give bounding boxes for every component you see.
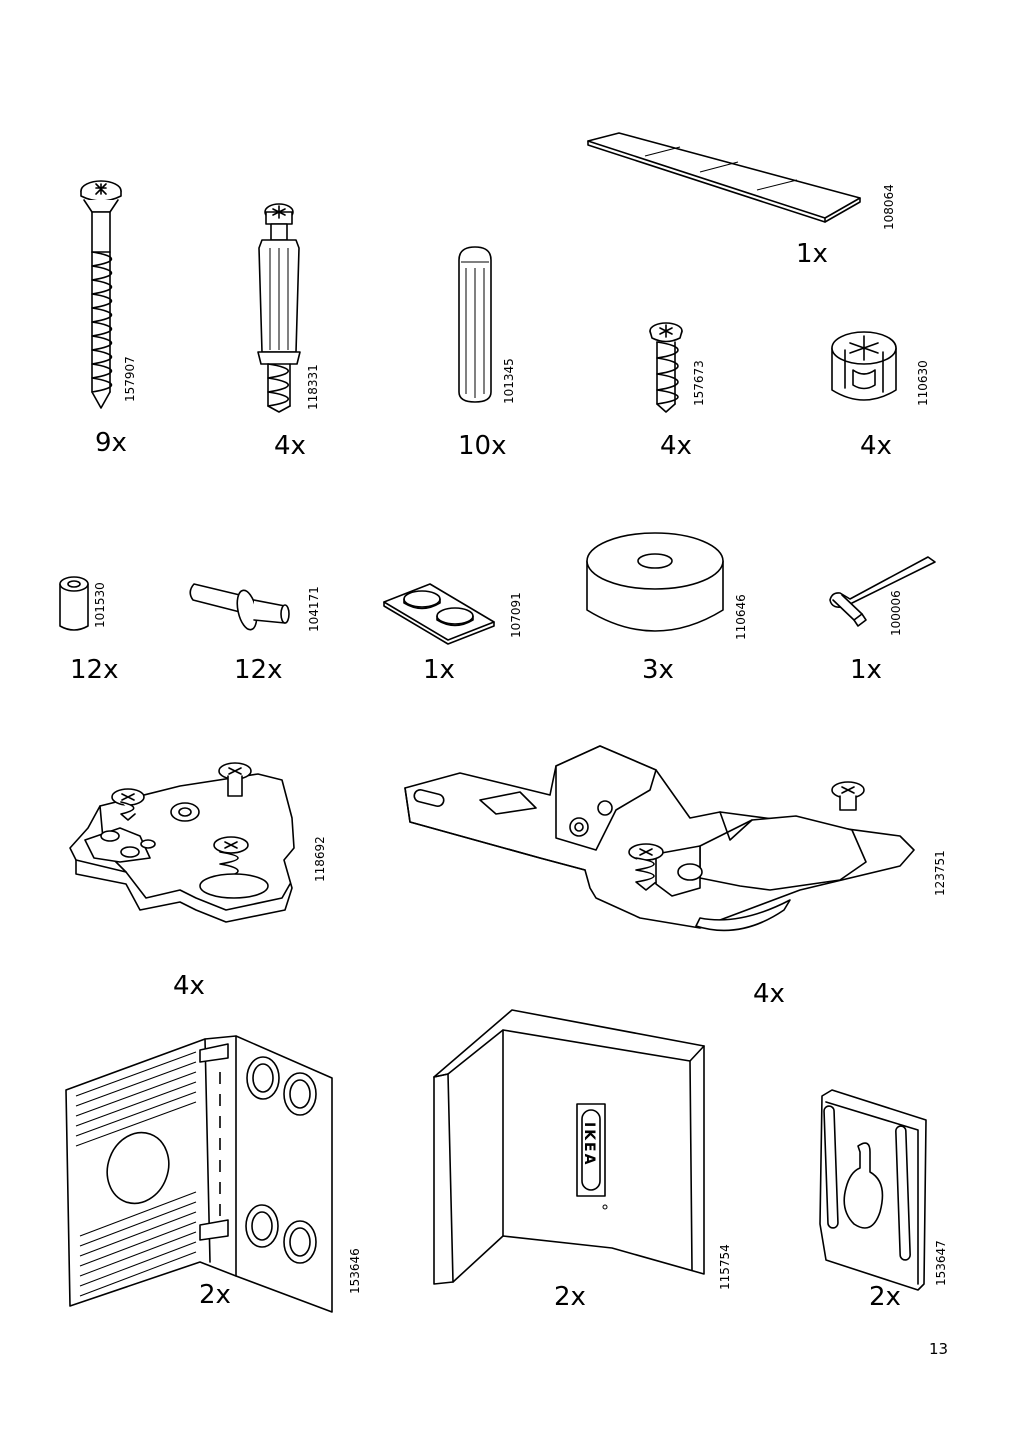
corner-bracket-part — [65, 1035, 333, 1313]
part-code-long-screw: 157907 — [123, 356, 137, 402]
part-code-wood-dowel: 101345 — [502, 358, 516, 404]
angle-bracket-part: IKEA — [433, 1009, 705, 1285]
part-qty-long-screw: 9x — [95, 428, 127, 458]
keyhole-plate-part — [819, 1089, 927, 1291]
page-number: 13 — [929, 1340, 948, 1358]
foam-ring-part — [586, 532, 724, 632]
part-qty-allen-key: 1x — [850, 655, 882, 685]
part-qty-shelf-pin: 12x — [234, 655, 282, 685]
spacer-part — [59, 576, 89, 631]
strip-part — [587, 132, 861, 223]
part-code-short-screw: 157673 — [692, 360, 706, 406]
part-qty-spacer: 12x — [70, 655, 118, 685]
part-qty-strip: 1x — [796, 239, 828, 269]
part-code-hinge: 123751 — [933, 850, 947, 896]
ikea-logo: IKEA — [581, 1122, 597, 1166]
part-qty-keyhole-plate: 2x — [869, 1282, 901, 1312]
part-qty-foam-ring: 3x — [642, 655, 674, 685]
wood-dowel-part — [458, 246, 492, 403]
allen-key-part — [829, 556, 936, 627]
part-code-cam-lock: 110630 — [916, 360, 930, 406]
part-qty-corner-bracket: 2x — [199, 1280, 231, 1310]
part-code-keyhole-plate: 153647 — [934, 1240, 948, 1286]
part-qty-wood-dowel: 10x — [458, 431, 506, 461]
bumper-pads-part — [383, 583, 495, 645]
part-qty-cam-bolt: 4x — [274, 431, 306, 461]
long-screw-part — [80, 180, 122, 409]
part-code-spacer: 101530 — [93, 582, 107, 628]
part-qty-hinge: 4x — [753, 979, 785, 1009]
part-code-angle-bracket: 115754 — [718, 1244, 732, 1290]
mounting-plate-part — [69, 762, 295, 923]
cam-lock-part — [831, 331, 897, 401]
part-code-foam-ring: 110646 — [734, 594, 748, 640]
cam-bolt-part — [257, 203, 301, 413]
part-qty-angle-bracket: 2x — [554, 1282, 586, 1312]
part-code-allen-key: 100006 — [889, 590, 903, 636]
part-code-mounting-plate: 118692 — [313, 836, 327, 882]
part-code-bumper-pads: 107091 — [509, 592, 523, 638]
part-qty-short-screw: 4x — [660, 431, 692, 461]
part-code-corner-bracket: 153646 — [348, 1248, 362, 1294]
part-code-cam-bolt: 118331 — [306, 364, 320, 410]
part-qty-cam-lock: 4x — [860, 431, 892, 461]
short-screw-part — [649, 322, 683, 413]
hinge-part — [404, 745, 915, 932]
part-qty-bumper-pads: 1x — [423, 655, 455, 685]
part-code-shelf-pin: 104171 — [307, 586, 321, 632]
shelf-pin-part — [189, 583, 290, 631]
part-code-strip: 108064 — [882, 184, 896, 230]
part-qty-mounting-plate: 4x — [173, 971, 205, 1001]
